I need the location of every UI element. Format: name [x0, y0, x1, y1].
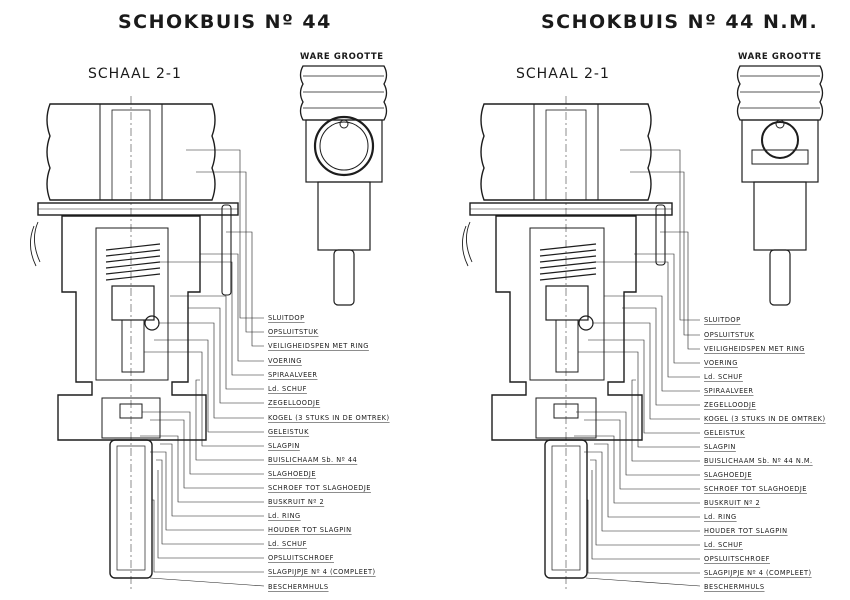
- label-geleistuk: GELEISTUK: [704, 429, 745, 437]
- label-slaghoedje: SLAGHOEDJE: [268, 470, 316, 478]
- callout-labels: SLUITDOP OPSLUITSTUK VEILIGHEIDSPEN MET …: [268, 314, 390, 592]
- label-buislichaam: BUISLICHAAM Sb. Nº 44: [268, 456, 357, 464]
- label-ld-schuf: Ld. SCHUF: [704, 373, 743, 381]
- label-slagpijpje: SLAGPIJPJE Nº 4 (COMPLEET): [268, 568, 376, 576]
- label-veiligheidspen: VEILIGHEIDSPEN MET RING: [704, 345, 805, 353]
- label-ld-ring: Ld. RING: [268, 512, 301, 520]
- leader-lines: [574, 149, 701, 587]
- label-geleistuk: GELEISTUK: [268, 428, 309, 436]
- label-buskruit: BUSKRUIT Nº 2: [268, 498, 324, 506]
- label-schroef-slaghoedje: SCHROEF TOT SLAGHOEDJE: [704, 485, 807, 493]
- label-voering: VOERING: [268, 357, 302, 365]
- label-beschermhuls: BESCHERMHULS: [704, 583, 765, 591]
- label-zegelloodje: ZEGELLOODJE: [704, 401, 756, 409]
- label-sluitdop: SLUITDOP: [268, 314, 305, 322]
- drawing-title: SCHOKBUIS Nº 44 N.M.: [541, 11, 818, 33]
- fuze-drawing-no44: SCHOKBUIS Nº 44 SCHAAL 2-1 WARE GROOTTE: [30, 11, 390, 592]
- drawing-title: SCHOKBUIS Nº 44: [118, 11, 332, 33]
- true-size-view: [299, 65, 388, 306]
- label-spiraalveer: SPIRAALVEER: [268, 371, 318, 379]
- true-size-view: [736, 65, 824, 306]
- label-slagpin: SLAGPIN: [704, 443, 736, 451]
- callout-labels: SLUITDOP OPSLUITSTUK VEILIGHEIDSPEN MET …: [704, 316, 826, 592]
- label-ld-schuf-2: Ld. SCHUF: [268, 540, 307, 548]
- label-beschermhuls: BESCHERMHULS: [268, 583, 329, 591]
- scale-label: SCHAAL 2-1: [88, 66, 182, 82]
- label-kogel: KOGEL (3 STUKS IN DE OMTREK): [268, 414, 390, 422]
- label-houder-slagpin: HOUDER TOT SLAGPIN: [704, 527, 788, 535]
- cross-section-view: [462, 96, 673, 592]
- true-size-label: WARE GROOTTE: [738, 52, 822, 62]
- label-buislichaam: BUISLICHAAM Sb. Nº 44 N.M.: [704, 457, 813, 465]
- leader-lines: [140, 149, 265, 587]
- label-ld-ring: Ld. RING: [704, 513, 737, 521]
- label-slagpin: SLAGPIN: [268, 442, 300, 450]
- label-schroef-slaghoedje: SCHROEF TOT SLAGHOEDJE: [268, 484, 371, 492]
- fuze-drawing-no44-nm: SCHOKBUIS Nº 44 N.M. SCHAAL 2-1 WARE GRO…: [462, 11, 826, 592]
- cross-section-view: [30, 96, 239, 592]
- label-ld-schuf-2: Ld. SCHUF: [704, 541, 743, 549]
- label-opsluitschroef: OPSLUITSCHROEF: [704, 555, 770, 563]
- label-slaghoedje: SLAGHOEDJE: [704, 471, 752, 479]
- label-kogel: KOGEL (3 STUKS IN DE OMTREK): [704, 415, 826, 423]
- label-buskruit: BUSKRUIT Nº 2: [704, 499, 760, 507]
- true-size-label: WARE GROOTTE: [300, 52, 384, 62]
- label-sluitdop: SLUITDOP: [704, 316, 741, 324]
- label-zegelloodje: ZEGELLOODJE: [268, 399, 320, 407]
- label-houder-slagpin: HOUDER TOT SLAGPIN: [268, 526, 352, 534]
- label-slagpijpje: SLAGPIJPJE Nº 4 (COMPLEET): [704, 569, 812, 577]
- label-opsluitstuk: OPSLUITSTUK: [704, 331, 755, 339]
- label-ld-schuf: Ld. SCHUF: [268, 385, 307, 393]
- label-spiraalveer: SPIRAALVEER: [704, 387, 754, 395]
- scale-label: SCHAAL 2-1: [516, 66, 610, 82]
- label-veiligheidspen: VEILIGHEIDSPEN MET RING: [268, 342, 369, 350]
- label-opsluitschroef: OPSLUITSCHROEF: [268, 554, 334, 562]
- label-opsluitstuk: OPSLUITSTUK: [268, 328, 319, 336]
- label-voering: VOERING: [704, 359, 738, 367]
